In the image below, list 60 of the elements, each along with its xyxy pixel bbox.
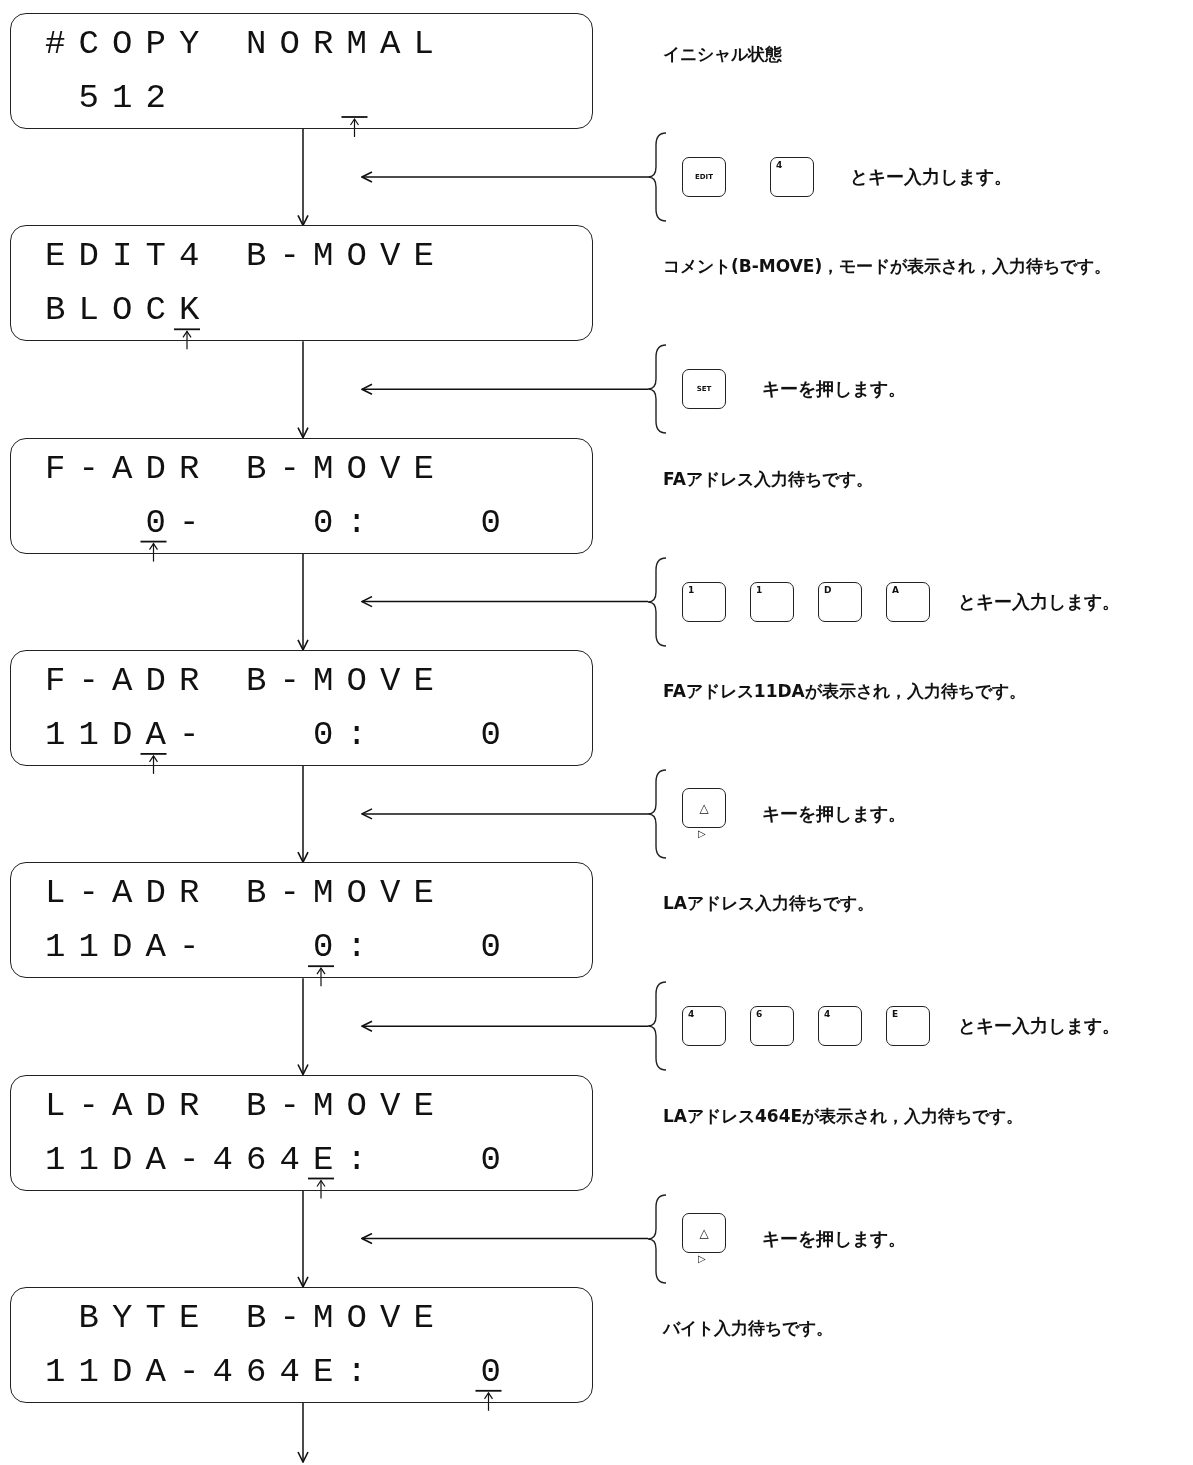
instruction-text: キーを押します。	[762, 801, 906, 826]
key-cap: E	[886, 1006, 930, 1047]
description-text: FAアドレス入力待ちです。	[663, 467, 874, 491]
display-text: BYTE B-MOVE	[78, 1297, 448, 1338]
arrow	[297, 977, 309, 1076]
display-text: F-ADR B-MOVE	[45, 448, 448, 489]
key-cap: D	[818, 581, 862, 622]
key-cap: 4	[818, 1006, 862, 1047]
display-text: 11DA-464E: 0	[45, 1139, 515, 1180]
display-text: F-ADR B-MOVE	[45, 660, 448, 701]
key-cap: 4	[770, 157, 814, 197]
arrow	[361, 808, 649, 820]
arrow	[297, 552, 309, 651]
arrow	[361, 171, 649, 183]
lcd-display	[10, 1286, 593, 1403]
arrow	[297, 340, 309, 439]
description-text: イニシャル状態	[663, 43, 783, 66]
key-legend: ▷	[698, 827, 706, 840]
display-text: 11DA-464E: 0	[45, 1351, 515, 1392]
arrow	[361, 1232, 649, 1245]
key-cap: △	[682, 787, 726, 828]
lcd-display	[10, 225, 593, 342]
arrow	[361, 595, 649, 608]
arrow	[297, 1189, 309, 1288]
display-text: 0- 0: 0	[145, 502, 515, 543]
key-cap: 6	[750, 1006, 794, 1047]
key-cap: 1	[682, 581, 726, 622]
description-text: FAアドレス11DAが表示され，入力待ちです。	[663, 679, 1027, 703]
key-legend: ▷	[698, 1252, 706, 1265]
display-text: EDIT4 B-MOVE	[45, 236, 448, 277]
lcd-display	[10, 649, 593, 766]
instruction-text: とキー入力します。	[958, 1014, 1120, 1039]
description-text: コメント(B-MOVE)，モードが表示され，入力待ちです。	[663, 255, 1113, 279]
arrow	[297, 1402, 309, 1463]
display-text: L-ADR B-MOVE	[45, 873, 448, 914]
description-text: バイト入力待ちです。	[663, 1316, 834, 1340]
instruction-text: キーを押します。	[762, 377, 906, 402]
arrow	[297, 128, 309, 227]
instruction-text: キーを押します。	[762, 1226, 906, 1251]
key-cap: △	[682, 1212, 726, 1253]
key-cap: 1	[750, 581, 794, 622]
arrow	[361, 383, 649, 396]
lcd-display	[10, 1074, 593, 1191]
instruction-text: とキー入力します。	[850, 165, 1012, 189]
key-cap: A	[886, 581, 930, 622]
display-text: #COPY NORMAL	[45, 24, 448, 64]
display-text: 11DA- 0: 0	[45, 927, 515, 968]
arrow	[361, 1020, 649, 1032]
key-cap: 4	[682, 1006, 726, 1047]
display-text: L-ADR B-MOVE	[45, 1085, 448, 1126]
lcd-display	[10, 862, 593, 979]
description-text: LAアドレス464Eが表示され，入力待ちです。	[663, 1104, 1025, 1128]
lcd-display	[10, 13, 593, 129]
description-text: LAアドレス入力待ちです。	[663, 892, 875, 916]
lcd-display	[10, 437, 593, 554]
display-text: 512	[78, 78, 179, 118]
display-text: 11DA- 0: 0	[45, 714, 515, 755]
instruction-text: とキー入力します。	[958, 589, 1120, 614]
arrow	[297, 765, 309, 863]
display-text: BLOCK	[45, 290, 213, 331]
